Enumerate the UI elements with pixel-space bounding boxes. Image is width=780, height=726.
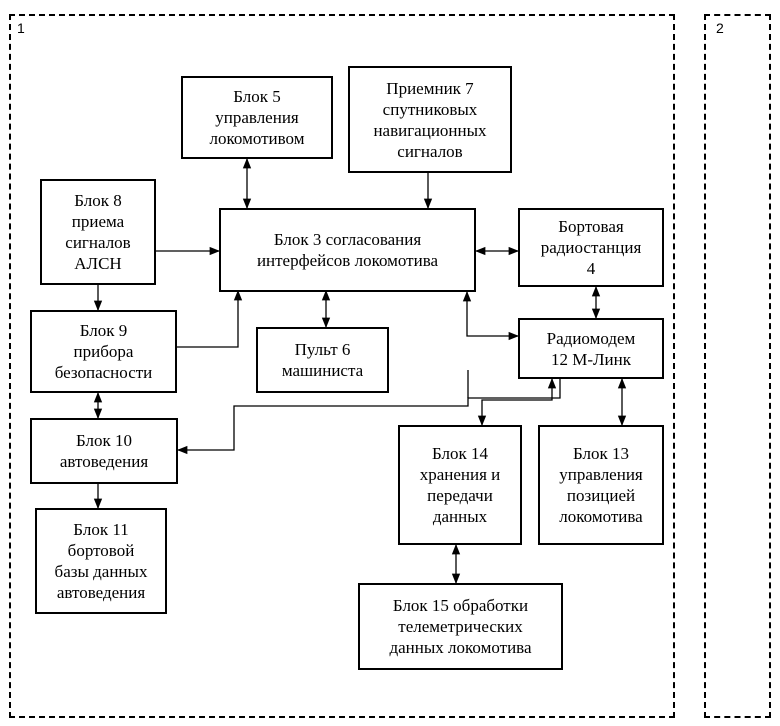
block-9-safety-device: Блок 9 прибора безопасности <box>30 310 177 393</box>
block-8-alsn-receiver: Блок 8 приема сигналов АЛСН <box>40 179 156 285</box>
link-b9-b3 <box>177 291 238 347</box>
block-6-driver-console: Пульт 6 машиниста <box>256 327 389 393</box>
block-5-locomotive-control: Блок 5 управления локомотивом <box>181 76 333 159</box>
block-13-position-control: Блок 13 управления позицией локомотива <box>538 425 664 545</box>
block-10-autodriving: Блок 10 автоведения <box>30 418 178 484</box>
link-b12-b14 <box>482 379 552 425</box>
block-14-data-storage: Блок 14 хранения и передачи данных <box>398 425 522 545</box>
block-7-satellite-receiver: Приемник 7 спутниковых навигационных сиг… <box>348 66 512 173</box>
block-4-onboard-radio: Бортовая радиостанция 4 <box>518 208 664 287</box>
block-11-autodriving-database: Блок 11 бортовой базы данных автоведения <box>35 508 167 614</box>
block-15-telemetry-processing: Блок 15 обработки телеметрических данных… <box>358 583 563 670</box>
block-12-radiomodem: Радиомодем 12 М-Линк <box>518 318 664 379</box>
link-b3-b12 <box>467 292 518 336</box>
block-3-interface-matching: Блок 3 согласования интерфейсов локомоти… <box>219 208 476 292</box>
